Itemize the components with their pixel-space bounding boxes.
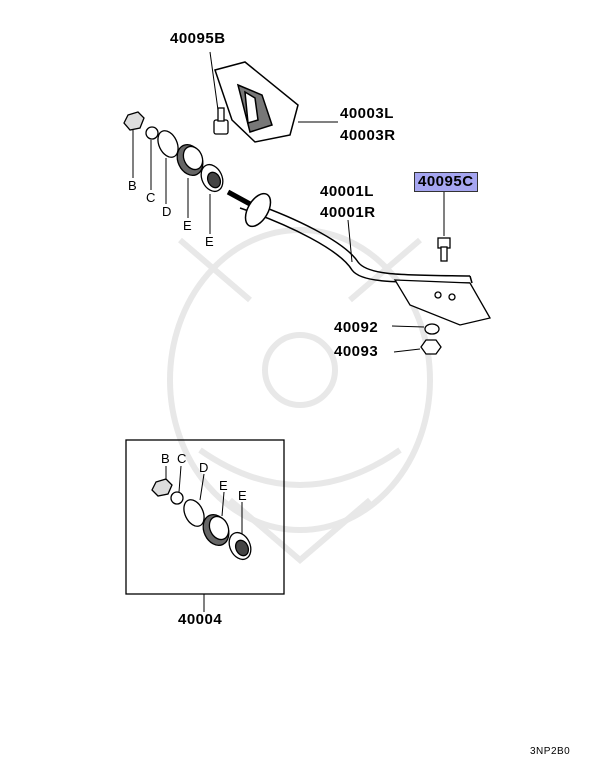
figure-code: 3NP2B0 — [530, 746, 571, 757]
kit-box-40004 — [125, 439, 285, 612]
mounting-plate — [393, 279, 491, 326]
kit-callout-b: B — [161, 451, 171, 466]
label-40004[interactable]: 40004 — [178, 611, 223, 628]
nut-40093 — [420, 339, 442, 355]
kit-leader-lines — [165, 465, 243, 534]
label-40093[interactable]: 40093 — [334, 343, 379, 360]
bolt-40095c — [437, 237, 451, 262]
samurai-watermark-icon — [167, 227, 433, 564]
kit-callout-e2: E — [238, 488, 248, 503]
label-40095c-highlighted[interactable]: 40095C — [414, 172, 478, 192]
label-40095b[interactable]: 40095B — [170, 30, 226, 47]
callout-c: C — [146, 190, 156, 205]
callout-e2: E — [205, 234, 215, 249]
label-40001l[interactable]: 40001L — [320, 183, 374, 200]
callout-b: B — [128, 178, 138, 193]
callout-e1: E — [183, 218, 193, 233]
leader-lines — [132, 51, 445, 353]
kit-callout-d: D — [199, 460, 209, 475]
label-40003r[interactable]: 40003R — [340, 127, 396, 144]
bushing-stack-kit — [151, 478, 252, 561]
kit-callout-c: C — [177, 451, 187, 466]
callout-d: D — [162, 204, 172, 219]
label-40003l[interactable]: 40003L — [340, 105, 394, 122]
washer-40092 — [424, 323, 440, 335]
label-40001r[interactable]: 40001R — [320, 204, 376, 221]
bushing-stack-upper — [123, 111, 224, 193]
bolt-40095b — [213, 107, 229, 135]
kit-callout-e1: E — [219, 478, 229, 493]
label-40092[interactable]: 40092 — [334, 319, 379, 336]
bracket-40003 — [214, 61, 299, 143]
